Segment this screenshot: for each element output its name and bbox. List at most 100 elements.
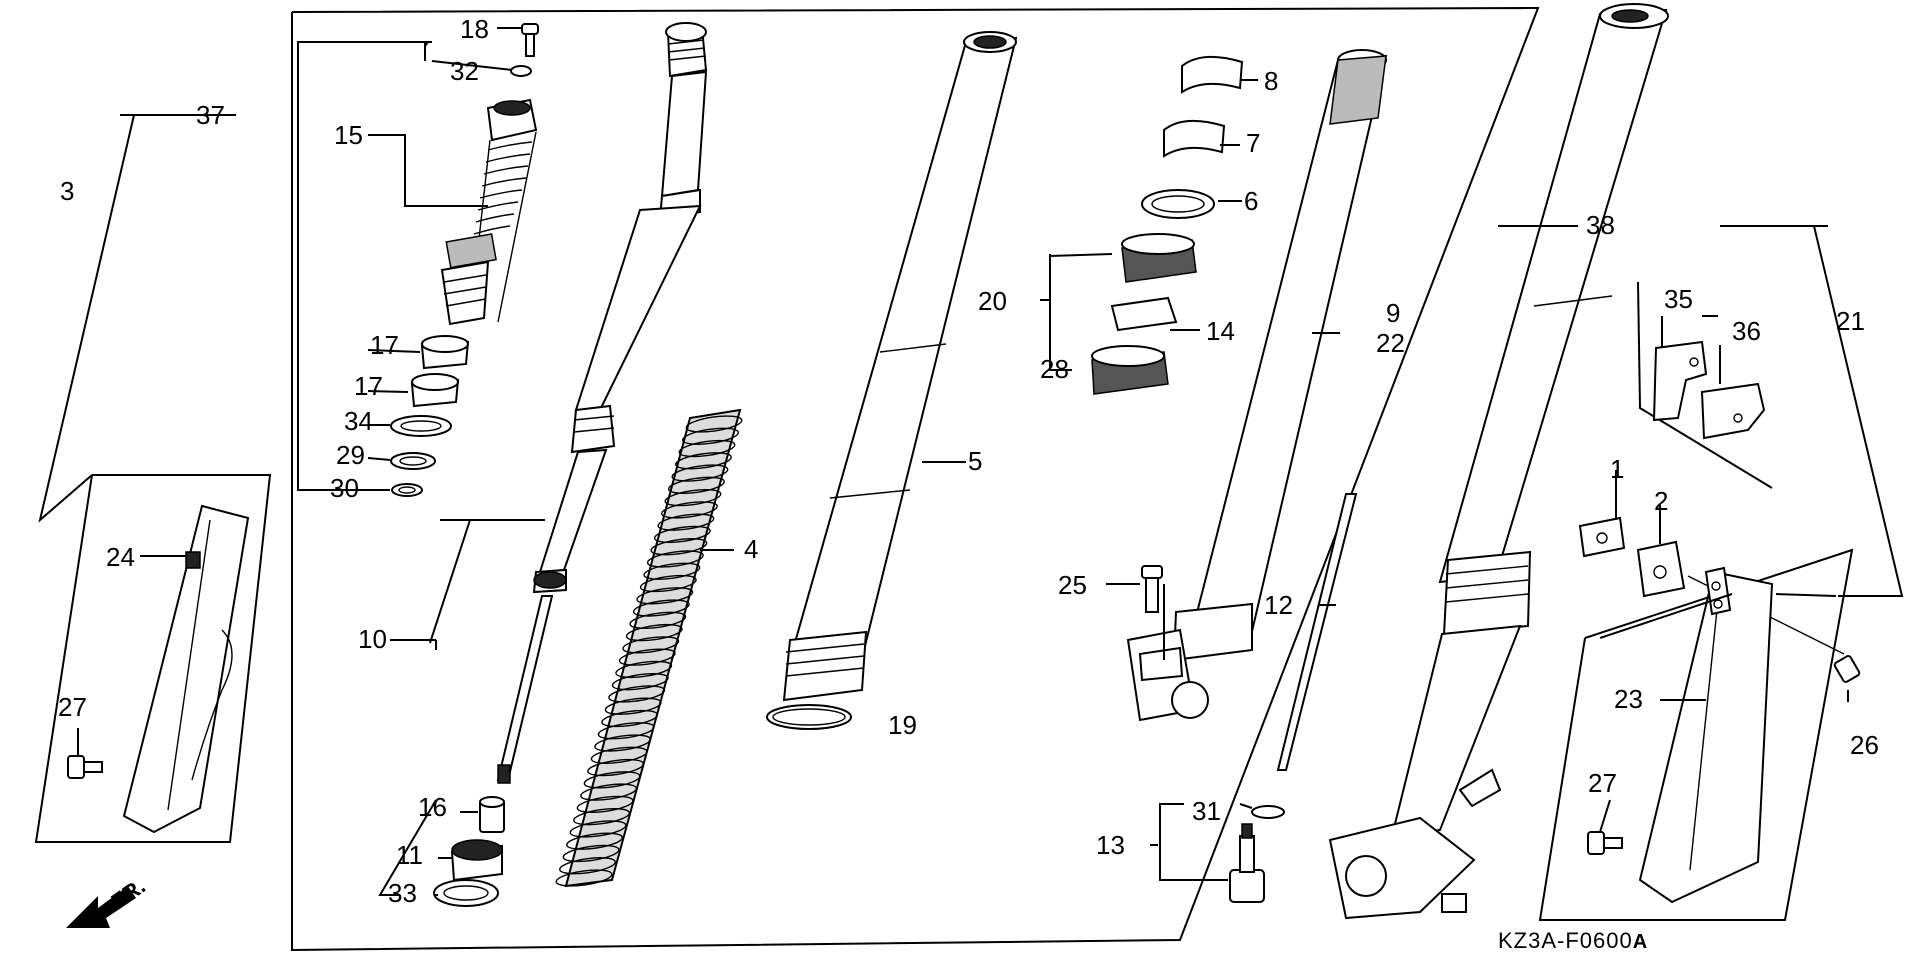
label-part-27a: 27 [58,692,87,722]
label-part-1: 1 [1610,454,1624,484]
label-part-35: 35 [1664,284,1693,314]
part-27-bolt-left [67,755,103,779]
part-34-back-up-ring [390,415,452,437]
part-8-dust-seal [1181,55,1244,94]
spring-coil [615,660,673,679]
label-part-6: 6 [1244,186,1258,216]
diagram-code: KZ3A-F0600A [1498,928,1647,953]
label-part-16: 16 [418,792,447,822]
part-4-fork-spring [555,408,743,888]
bracket-group-frame [1637,281,1773,489]
label-part-17b: 17 [354,371,383,401]
spring-coil [657,513,715,531]
spring-coil [576,795,634,814]
diagram-code-text: KZ3A-F0600 [1498,928,1633,953]
spring-coil [650,538,708,556]
label-part-4: 4 [744,534,758,564]
leader-lines [38,27,1904,896]
label-part-25: 25 [1058,570,1087,600]
part-11-slide-bushing [450,839,503,882]
part-13-air-valve [1229,823,1265,903]
label-part-8: 8 [1264,66,1278,96]
part-17-bushing-upper [420,335,470,370]
part-6-oil-seal [1141,189,1215,219]
part-16-piston-nut [479,796,505,833]
spring-coil [685,415,743,433]
label-part-30: 30 [330,473,359,503]
part-30-washer [391,483,423,497]
spring-coil [573,807,631,826]
part-28-seal [1091,345,1169,395]
label-part-20: 20 [978,286,1007,316]
spring-coil [646,550,704,568]
spring-coil [604,697,662,715]
spring-coil [566,832,623,850]
part-20-seal [1121,233,1197,283]
label-part-36: 36 [1732,316,1761,346]
spring-coil [611,673,669,691]
label-part-26: 26 [1850,730,1879,760]
part-1-guide-plate [1578,516,1626,558]
part-31-o-ring [1251,805,1285,819]
label-part-7: 7 [1246,128,1260,158]
spring-coil [675,452,732,470]
part-labels: 18 32 37 15 3 17 17 34 29 30 24 10 27 16… [58,14,1879,908]
spring-coil [601,709,659,728]
label-part-24: 24 [106,542,135,572]
label-part-12: 12 [1264,590,1293,620]
label-part-22: 22 [1376,328,1405,358]
label-part-28: 28 [1040,354,1069,384]
spring-coil [667,476,725,495]
part-33-seal [433,879,499,907]
spring-coil [636,587,694,605]
main-assembly-frame [291,6,1540,952]
spring-coil [590,746,648,764]
part-38-fork-assembly [1328,3,1669,920]
label-part-10: 10 [358,624,387,654]
spring-coil [580,783,638,801]
part-18-bolt [521,23,539,57]
fork-guard-left-frame [34,474,272,843]
label-part-21: 21 [1836,306,1865,336]
label-part-32: 32 [450,56,479,86]
spring-coil [618,648,676,666]
label-part-5: 5 [968,446,982,476]
part-17-bushing-lower [410,373,460,408]
spring-coil [555,869,613,887]
label-part-19: 19 [888,710,917,740]
label-part-38: 38 [1586,210,1615,240]
label-part-34: 34 [344,406,373,436]
part-32-washer [510,65,532,77]
label-part-2: 2 [1654,486,1668,516]
spring-coil [632,599,690,617]
label-part-17a: 17 [370,330,399,360]
spring-coil [597,722,655,740]
part-19-snap-ring [766,704,852,730]
part-12-rod [1276,493,1358,771]
part-15-damper-cartridge [440,98,538,326]
part-2-guide [1636,540,1686,598]
label-part-14: 14 [1206,316,1235,346]
part-14-clip [1110,296,1178,332]
spring-coil [682,427,739,445]
spring-coil [660,501,718,519]
spring-coil [653,525,711,544]
part-36-bracket [1700,382,1766,440]
part-7-stopper-ring [1163,119,1226,158]
label-part-15: 15 [334,120,363,150]
label-part-18: 18 [460,14,489,44]
front-direction-arrow: FR. [66,873,150,928]
fork-guard-right-frame [1538,548,1854,921]
label-part-27b: 27 [1588,768,1617,798]
spring-coil [664,488,722,507]
label-part-3: 3 [60,176,74,206]
part-29-washer [390,452,436,470]
spring-coil [639,574,697,593]
spring-coil [608,685,666,703]
part-10-damper-rod [496,22,708,784]
part-23-fork-guard [1638,566,1774,904]
spring-coil [562,844,620,863]
part-27-bolt-right [1587,831,1623,855]
spring-coil [625,623,683,642]
